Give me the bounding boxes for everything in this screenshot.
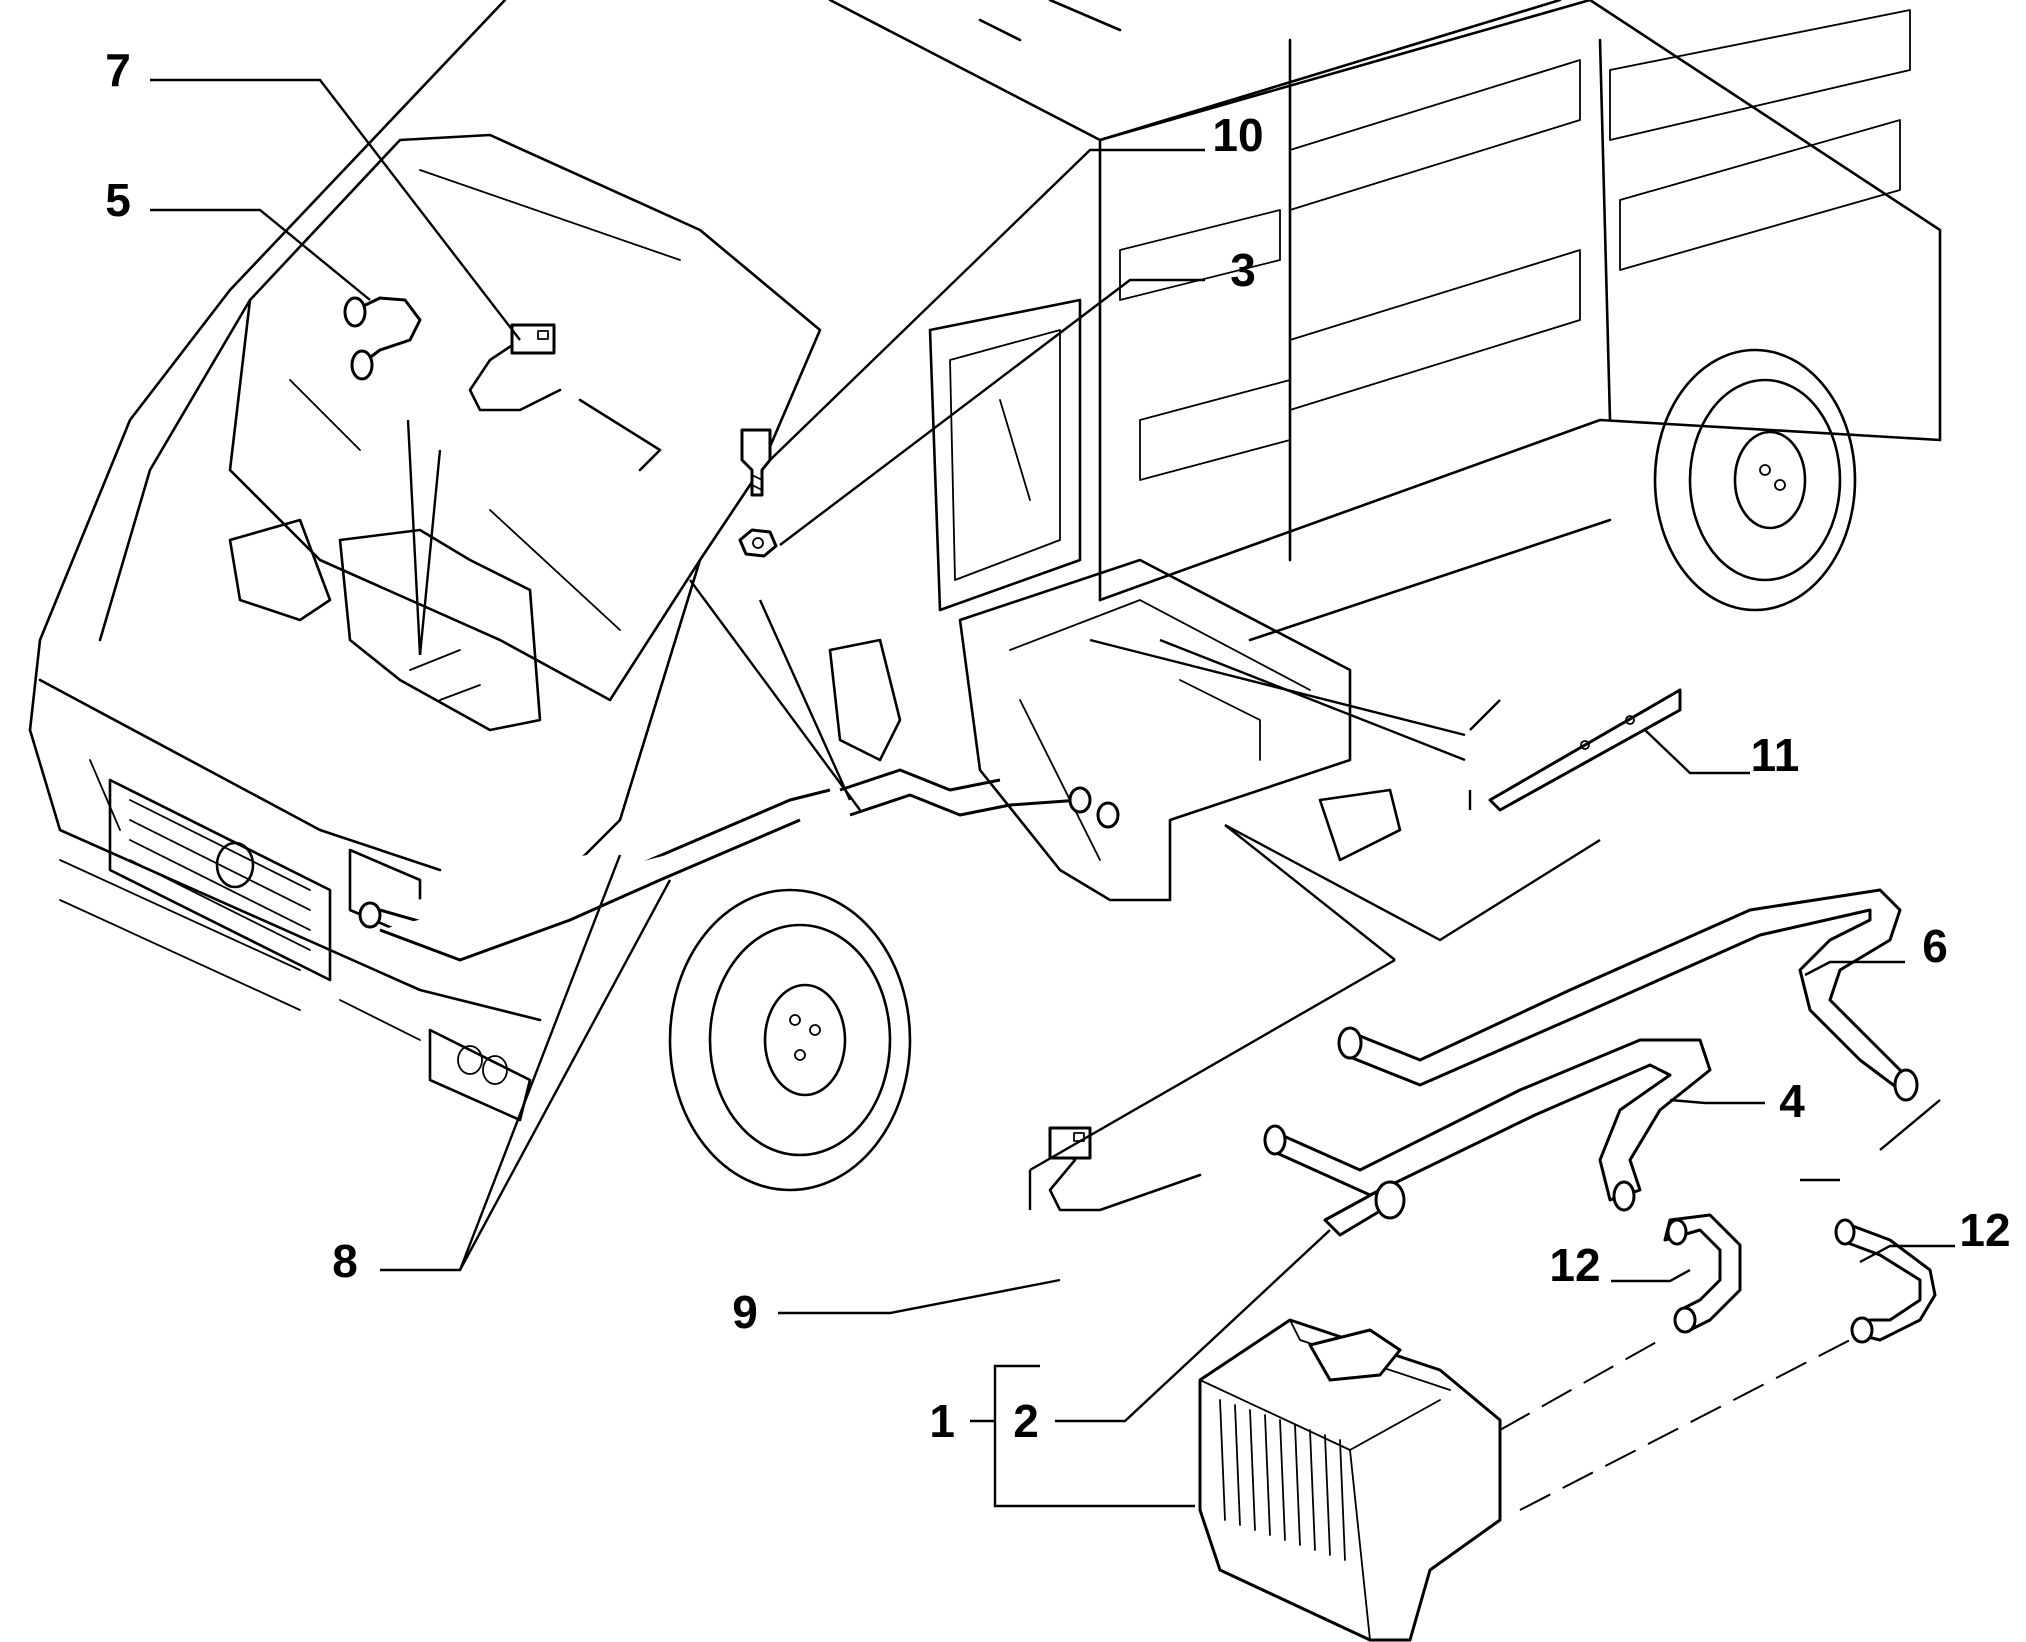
part-9-cable-tie [1048,1126,1202,1212]
leader-lines [150,78,1955,1508]
part-1-heater-unit [1198,1318,1502,1642]
callout-11: 11 [1751,729,1800,781]
callout-2: 2 [1013,1395,1039,1447]
van-body [28,0,1942,1192]
front-wheel [668,888,912,1192]
callout-12-right: 12 [1959,1204,2010,1256]
callout-10: 10 [1212,109,1263,161]
callout-12-left: 12 [1549,1239,1600,1291]
part-7-cable-tie [468,323,562,412]
alignment-lines [1499,1339,1851,1511]
callout-6: 6 [1922,920,1948,972]
callout-1: 1 [929,1395,955,1447]
callout-labels: 1 2 3 4 5 6 7 8 9 10 11 12 12 [105,44,2010,1447]
part-2-screw [1323,1180,1406,1237]
part-5-bent-hose [343,296,422,381]
callout-9: 9 [732,1286,758,1338]
part-12-elbow-left [1663,1213,1742,1334]
callout-4: 4 [1779,1075,1805,1127]
part-6-long-hose [1337,888,1919,1102]
callout-8: 8 [332,1235,358,1287]
part-4-hose [1263,1038,1712,1212]
part-12-elbow-right [1834,1218,1937,1344]
callout-7: 7 [105,44,131,96]
callout-3: 3 [1230,244,1256,296]
installed-hoses [358,768,1120,962]
part-11-bracket [1488,688,1682,812]
rear-wheel [1653,348,1857,612]
callout-5: 5 [105,174,131,226]
part-10-bolt [740,428,772,497]
part-3-nut [738,528,778,558]
heater-fins [1219,1399,1346,1561]
